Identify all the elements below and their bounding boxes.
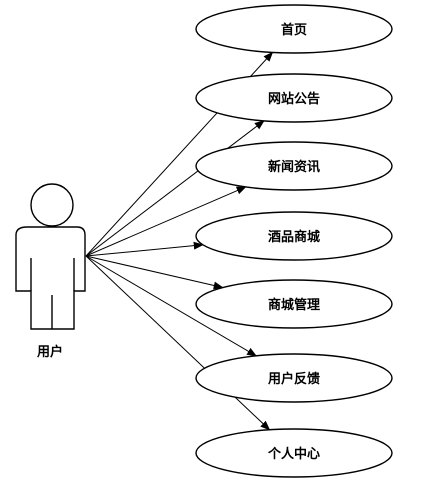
use-case-label: 商城管理 <box>268 297 320 313</box>
use-case-ellipse <box>195 211 393 261</box>
use-case-news: 新闻资讯 <box>195 141 393 191</box>
actor-user: 用户 <box>15 183 86 360</box>
use-case-ellipse <box>195 279 393 329</box>
association-arrow-5 <box>85 255 224 290</box>
use-case-label: 网站公告 <box>268 91 320 107</box>
use-case-label: 酒品商城 <box>268 229 320 245</box>
use-case-wine-mall: 酒品商城 <box>195 211 393 261</box>
association-arrow-4 <box>85 241 204 257</box>
association-arrow-6 <box>85 255 258 357</box>
association-arrow-7 <box>85 255 271 431</box>
use-case-personal-center: 个人中心 <box>195 428 393 478</box>
actor-body <box>15 226 86 330</box>
use-case-ellipse <box>195 428 393 478</box>
use-case-ellipse <box>195 73 393 123</box>
association-arrow-3 <box>85 186 247 257</box>
use-case-home: 首页 <box>195 4 393 54</box>
association-arrow-2 <box>85 120 265 257</box>
use-case-ellipse <box>195 141 393 191</box>
use-case-mall-management: 商城管理 <box>195 279 393 329</box>
use-case-ellipse <box>195 353 393 403</box>
use-case-label: 个人中心 <box>267 446 320 462</box>
actor-head <box>30 183 74 227</box>
use-case-label: 首页 <box>281 22 307 38</box>
use-cases: 首页 网站公告 新闻资讯 酒品商城 商城管理 用户反馈 个人中心 <box>195 4 393 478</box>
use-case-ellipse <box>195 4 393 54</box>
use-case-label: 用户反馈 <box>267 371 320 387</box>
use-case-label: 新闻资讯 <box>268 159 320 175</box>
use-case-feedback: 用户反馈 <box>195 353 393 403</box>
use-case-announcement: 网站公告 <box>195 73 393 123</box>
actor-label: 用户 <box>36 344 63 360</box>
